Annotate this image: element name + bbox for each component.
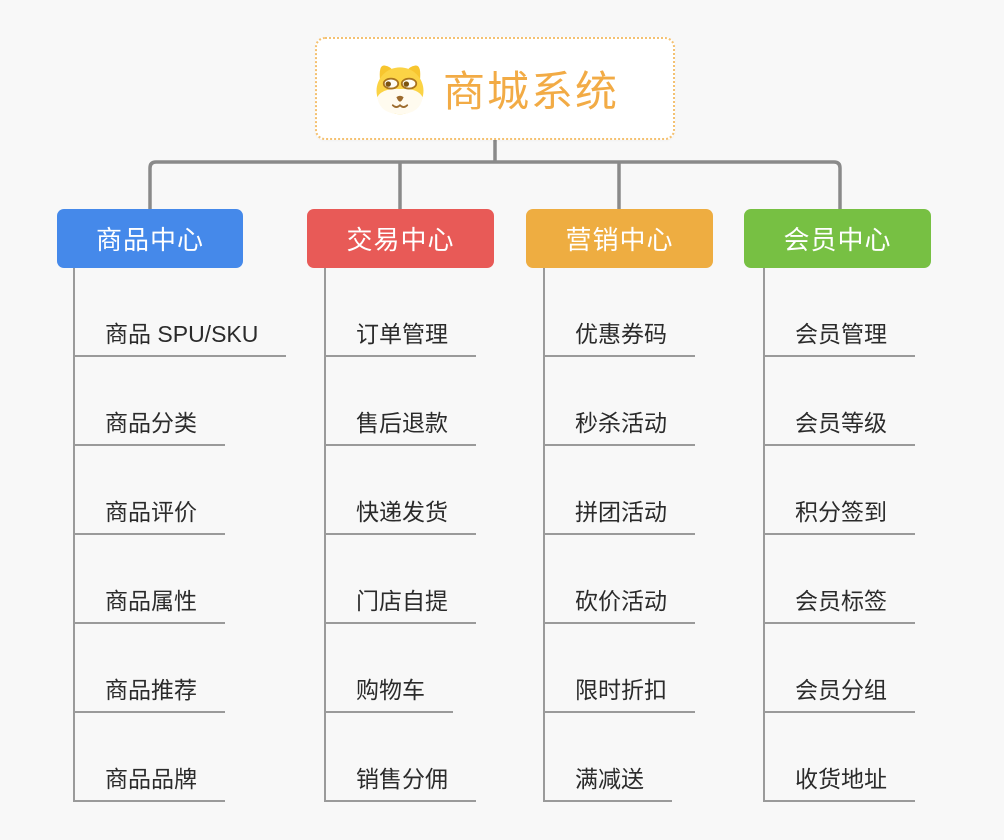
node-product-center[interactable]: 商品中心 [57,209,243,268]
leaf-item[interactable]: 会员管理 [763,319,915,357]
leaf-item[interactable]: 商品分类 [73,408,225,446]
leaf-item[interactable]: 商品属性 [73,586,225,624]
branch-line-trade [324,268,326,802]
bus-line [148,160,842,209]
leaf-item[interactable]: 会员分组 [763,675,915,713]
branch-items-marketing: 优惠券码 秒杀活动 拼团活动 砍价活动 限时折扣 满减送 [543,268,803,808]
node-label: 商品中心 [95,225,204,255]
node-member-center[interactable]: 会员中心 [744,209,931,268]
node-marketing-center[interactable]: 营销中心 [526,209,713,268]
leaf-item[interactable]: 秒杀活动 [543,408,695,446]
branch-line-products [73,268,75,802]
leaf-item[interactable]: 会员标签 [763,586,915,624]
leaf-item[interactable]: 拼团活动 [543,497,695,535]
root-node-mall-system[interactable]: 商城系统 [315,37,675,140]
leaf-item[interactable]: 限时折扣 [543,675,695,713]
leaf-item[interactable]: 购物车 [324,675,453,713]
node-trade-center[interactable]: 交易中心 [307,209,494,268]
node-label: 营销中心 [565,225,674,255]
leaf-item[interactable]: 销售分佣 [324,764,476,802]
leaf-item[interactable]: 商品推荐 [73,675,225,713]
leaf-item[interactable]: 商品品牌 [73,764,225,802]
node-label: 会员中心 [783,225,892,255]
leaf-item[interactable]: 满减送 [543,764,672,802]
branch-line-marketing [543,268,545,802]
leaf-item[interactable]: 售后退款 [324,408,476,446]
leaf-item[interactable]: 门店自提 [324,586,476,624]
leaf-item[interactable]: 商品评价 [73,497,225,535]
branch-line-members [763,268,765,802]
branch-items-members: 会员管理 会员等级 积分签到 会员标签 会员分组 收货地址 [763,268,1004,808]
leaf-item[interactable]: 收货地址 [763,764,915,802]
leaf-item[interactable]: 积分签到 [763,497,915,535]
root-title: 商城系统 [442,68,619,115]
leaf-item[interactable]: 会员等级 [763,408,915,446]
leaf-item[interactable]: 商品 SPU/SKU [73,319,287,357]
node-label: 交易中心 [346,225,455,255]
leaf-item[interactable]: 砍价活动 [543,586,695,624]
leaf-item[interactable]: 订单管理 [324,319,476,357]
dog-face-icon [376,64,424,114]
branch-items-products: 商品 SPU/SKU 商品分类 商品评价 商品属性 商品推荐 商品品牌 [73,268,333,808]
leaf-item[interactable]: 优惠券码 [543,319,695,357]
branch-items-trade: 订单管理 售后退款 快递发货 门店自提 购物车 销售分佣 [324,268,584,808]
leaf-item[interactable]: 快递发货 [324,497,476,535]
